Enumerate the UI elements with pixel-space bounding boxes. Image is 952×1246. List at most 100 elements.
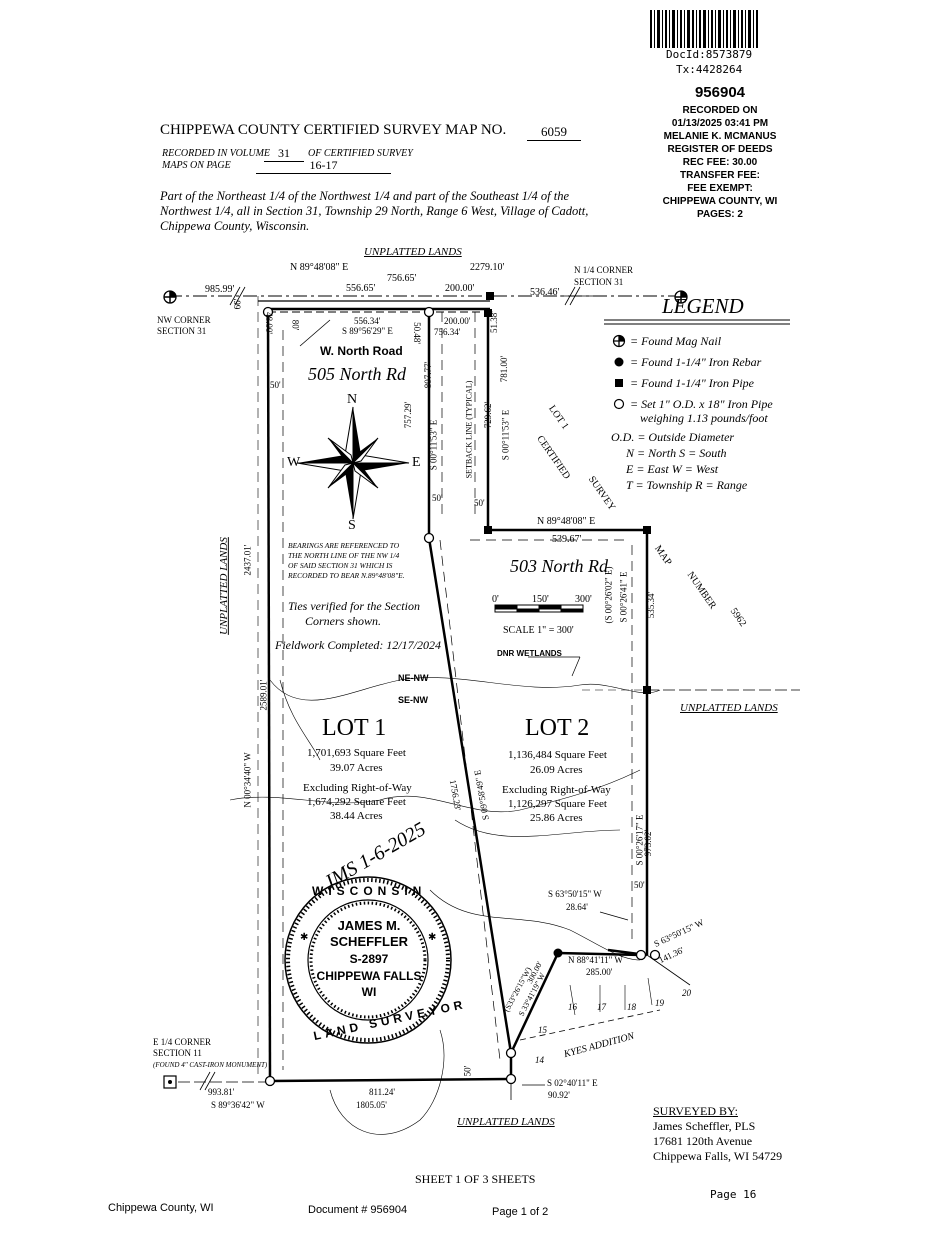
legend-title: LEGEND (662, 294, 744, 318)
setback-line-diag (439, 539, 501, 1061)
register-title: REGISTER OF DEEDS (667, 144, 773, 155)
unplatted-top: UNPLATTED LANDS (364, 246, 462, 258)
top-total: 2279.10' (470, 262, 505, 273)
set-pipe-icon (649, 949, 661, 961)
kyes-line-2 (519, 1009, 661, 1041)
e-quarter-corner: E 1/4 CORNER (153, 1037, 212, 1047)
dim-781: 781.00' (499, 355, 510, 383)
wetland-line-1 (269, 677, 661, 701)
lot1-excl-acres: 38.44 Acres (330, 810, 383, 822)
wetland-line-2 (229, 769, 641, 813)
dim-757-29: 757.29' (403, 401, 414, 429)
iron-pipe-icon (486, 292, 494, 300)
break-mark-1 (564, 286, 576, 306)
surveyed-by-heading: SURVEYED BY: (653, 1104, 738, 1118)
legend-abbr-od: O.D. = Outside Diameter (611, 430, 735, 444)
s334119-line (509, 952, 560, 1054)
bearings-line-3: OF SAID SECTION 31 WHICH IS (288, 561, 393, 570)
legend-set-pipe: = Set 1" O.D. x 18" Iron Pipe (612, 395, 773, 413)
map-number: 6059 (527, 124, 581, 141)
legend-abbr-tr: T = Township R = Range (626, 478, 748, 492)
bearings-line-4: RECORDED TO BEAR N.89°48'08"E. (288, 571, 405, 580)
surveyor-seal: ✱ ✱ (284, 876, 452, 1044)
lot-19-line (647, 977, 653, 1006)
seal-state: WISCONSIN (312, 884, 427, 898)
legend-text-set-pipe: = Set 1" O.D. x 18" Iron Pipe (630, 397, 773, 411)
compass-w: W (287, 455, 301, 470)
compass-n: N (347, 392, 358, 407)
maps-on-page-label: MAPS ON PAGE (162, 160, 231, 171)
lot1-acres: 39.07 Acres (330, 762, 383, 774)
dnr-wetlands: DNR WETLANDS (497, 649, 562, 658)
set-pipe-icon (505, 1047, 517, 1059)
handwritten-503: 503 North Rd (510, 556, 609, 576)
scale-bar-seg1 (494, 604, 518, 610)
footer-county: Chippewa County, WI (108, 1202, 214, 1214)
set-pipe-icon (262, 306, 274, 318)
dim-50d: 50' (634, 880, 645, 890)
transfer-fee: TRANSFER FEE: (680, 170, 760, 181)
recorded-volume-label: RECORDED IN VOLUME (162, 148, 271, 159)
recording-block: 956904 RECORDED ON 01/13/2025 03:41 PM M… (640, 84, 800, 221)
page-stamp: Page 16 (710, 1188, 757, 1201)
lot-18: 18 (627, 1002, 636, 1012)
legend-text-mag-nail: = Found Mag Nail (630, 334, 722, 348)
barcode-tx: Tx:4428264 (676, 63, 743, 76)
nw-corner: NW CORNER (157, 315, 211, 325)
barcode (650, 10, 758, 48)
scale-bar-seg2 (516, 608, 540, 613)
bearings-line-1: BEARINGS ARE REFERENCED TO (288, 541, 400, 550)
dim-2437-01: 2437.01' (242, 544, 253, 576)
legal-description: Part of the Northeast 1/4 of the Northwe… (160, 189, 589, 233)
surveyor-name: James Scheffler, PLS (653, 1119, 756, 1133)
register-name: MELANIE K. MCMANUS (663, 131, 777, 142)
scale-300: 300' (575, 594, 592, 605)
legend-abbr-ew: E = East W = West (626, 462, 719, 476)
page-title: CHIPPEWA COUNTY CERTIFIED SURVEY MAP NO. (160, 122, 507, 138)
set-pipe-icon (264, 1075, 276, 1087)
lot1-excl: Excluding Right-of-Way (303, 782, 412, 794)
wetland-line-4 (454, 819, 621, 837)
lot2-excl-sqft: 1,126,297 Square Feet (508, 798, 607, 810)
bearing-s635015: S 63°50'15" W (548, 889, 602, 899)
mag-nail-icon (163, 290, 177, 304)
set-pipe-icon (423, 306, 435, 318)
surveyor-city: Chippewa Falls, WI 54729 (653, 1149, 783, 1163)
legend-text-rebar: = Found 1-1/4" Iron Rebar (630, 355, 762, 369)
legend-text-pipe: = Found 1-1/4" Iron Pipe (630, 376, 755, 390)
bearing-s002602: (S 00°26'02" E) (603, 566, 614, 624)
legend-abbr-ns: N = North S = South (626, 446, 727, 460)
dim-285: 285.00' (586, 967, 613, 977)
seal-name1: JAMES M. (337, 918, 401, 933)
dim-48: 48.00' (263, 312, 274, 334)
break-mark-5 (199, 1071, 211, 1091)
footer-document: Document # 956904 (308, 1204, 408, 1216)
dim-66: 66' (232, 298, 243, 310)
dim-556-34: 556.34' (354, 316, 381, 326)
set-pipe-icon (613, 399, 625, 410)
lot2-excl: Excluding Right-of-Way (502, 784, 611, 796)
lot2-acres: 26.09 Acres (530, 764, 583, 776)
scale-bar-seg3 (538, 604, 562, 610)
barcode-doc-id: DocId:8573879 (666, 48, 753, 61)
dim-50c: 50' (474, 498, 485, 508)
dim-50a: 50' (270, 380, 281, 390)
legend-pipe: = Found 1-1/4" Iron Pipe (612, 374, 754, 392)
se-nw-label: SE-NW (398, 695, 428, 705)
unplatted-bottom: UNPLATTED LANDS (457, 1116, 555, 1128)
scale-0: 0' (492, 594, 499, 605)
bearings-note: BEARINGS ARE REFERENCED TO THE NORTH LIN… (288, 541, 405, 581)
bearing-n884111: N 88°41'11" W (568, 955, 623, 965)
lot-17: 17 (597, 1002, 606, 1012)
dim-50b: 50' (432, 493, 443, 503)
setback-label: SETBACK LINE (TYPICAL) (464, 380, 474, 479)
scale-bar-seg4 (560, 608, 584, 613)
rebar-icon (614, 357, 624, 367)
volume-value: 31 (264, 146, 304, 162)
lot-15: 15 (538, 1025, 547, 1035)
leader-s635015 (599, 911, 629, 921)
top-985: 985.99' (205, 284, 235, 295)
seal-city2: WI (361, 985, 377, 999)
dim-80: 80' (290, 319, 301, 331)
west-boundary (266, 308, 272, 1082)
